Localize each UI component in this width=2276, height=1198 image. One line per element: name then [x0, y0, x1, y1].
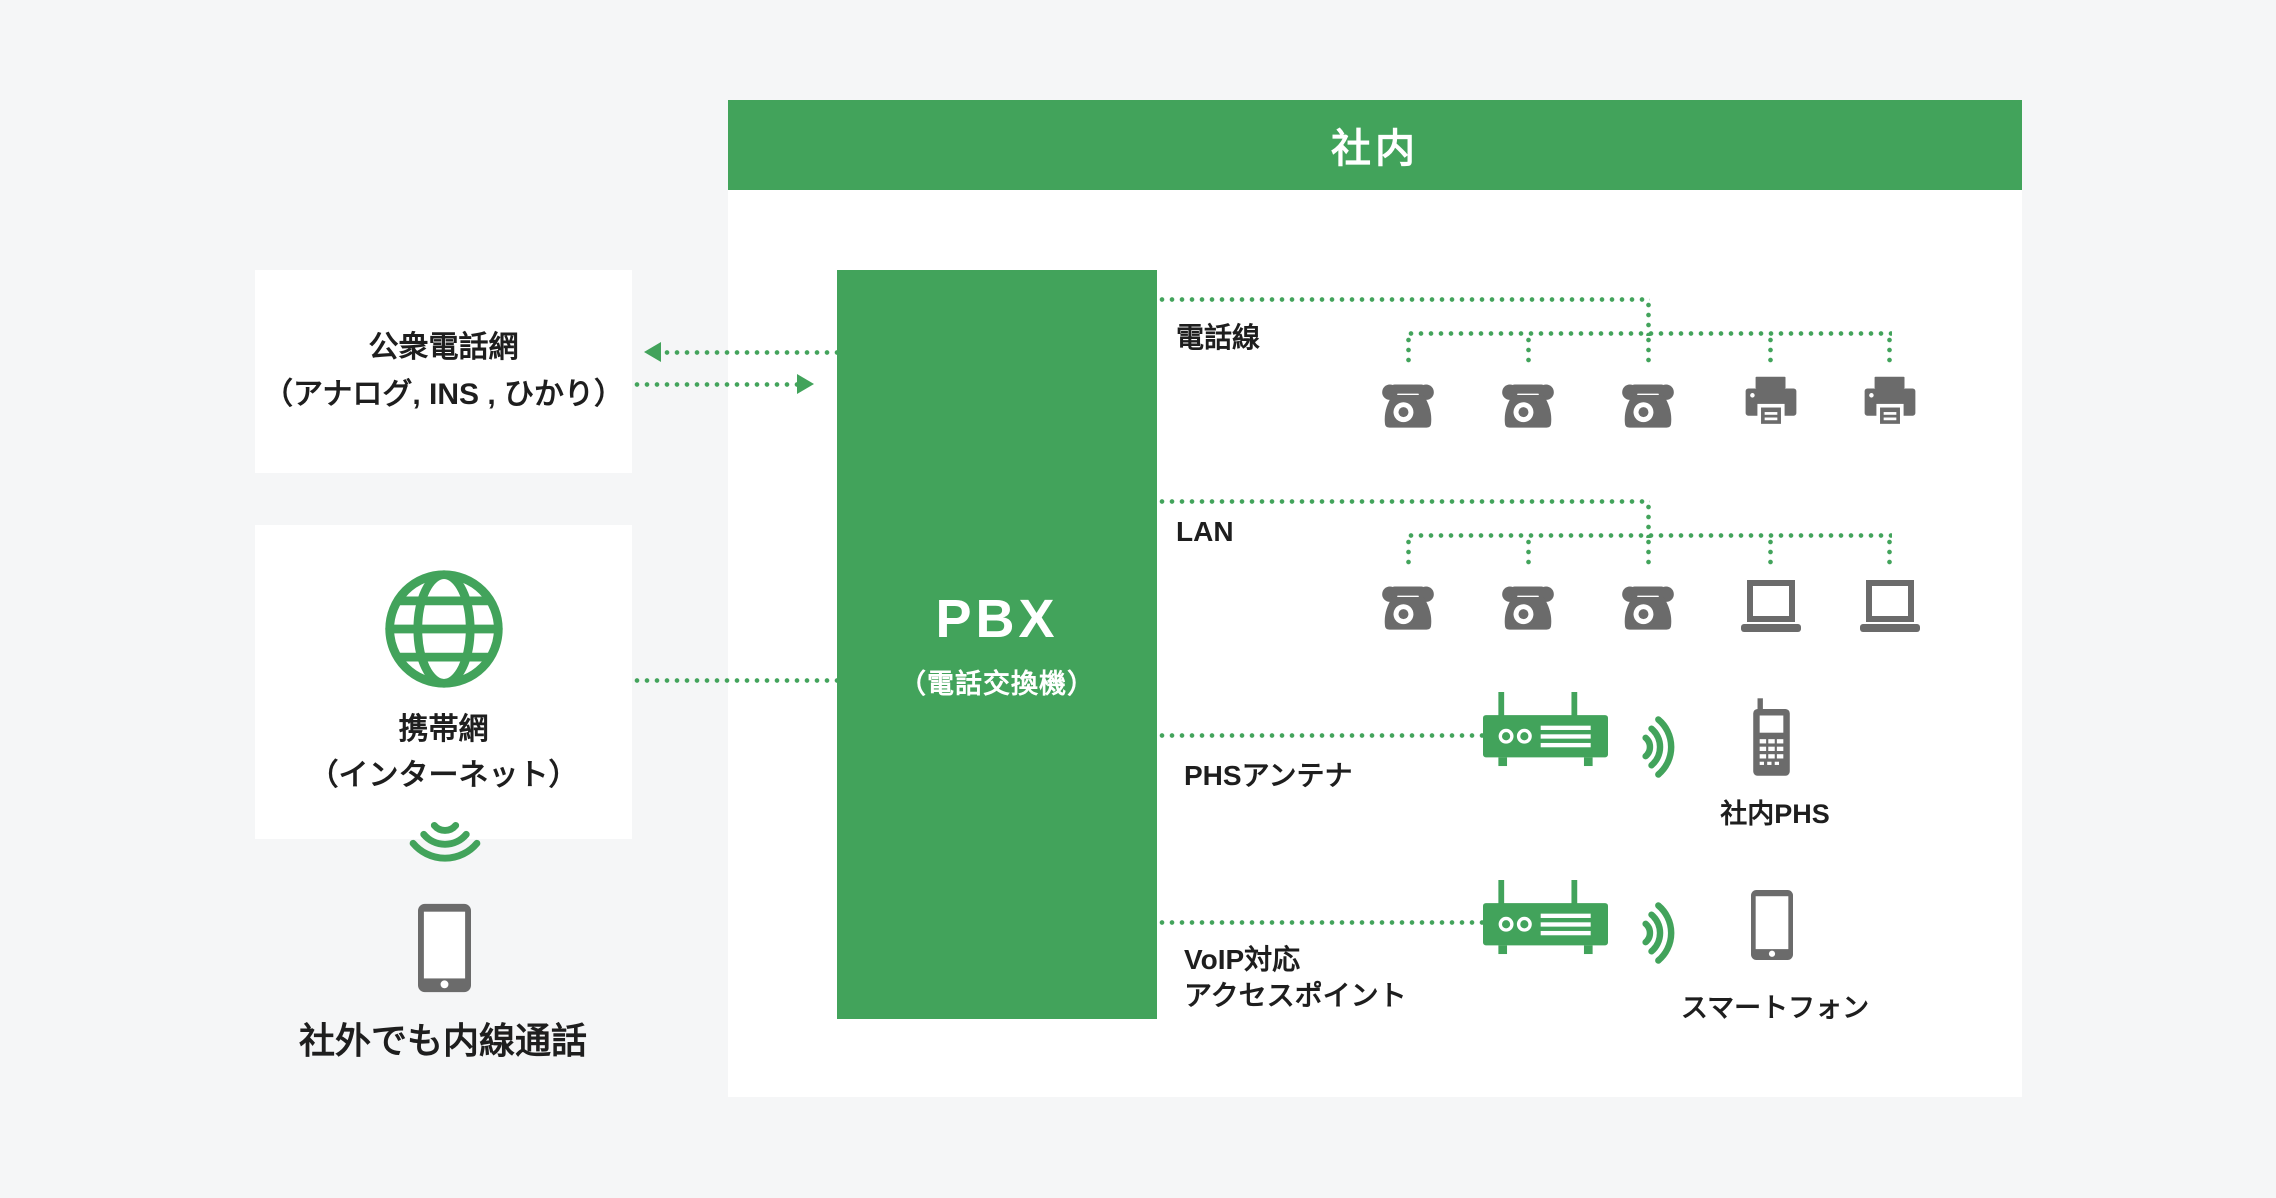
lan-drop	[1646, 502, 1651, 538]
access-point-icon	[1483, 880, 1608, 955]
rotary-phone-icon	[1619, 378, 1677, 430]
dotted-connector	[1406, 537, 1411, 568]
lan-bus	[1406, 533, 1892, 538]
voip-ap-label-line2: アクセスポイント	[1184, 980, 1407, 1012]
voip-link-line	[1157, 920, 1483, 925]
pstn-box: 公衆電話網 （アナログ, INS , ひかり）	[255, 270, 632, 473]
outside-caption: 社外でも内線通話	[298, 1020, 587, 1061]
dotted-connector	[1526, 537, 1531, 568]
pstn-box-line1: 公衆電話網	[368, 331, 519, 364]
pstn-box-line2: （アナログ, INS , ひかり）	[262, 377, 625, 411]
office-header-title: 社内	[1331, 127, 1419, 171]
mobile-network-box: 携帯網 （インターネット）	[255, 525, 632, 839]
pbx-subtitle: （電話交換機）	[899, 669, 1095, 699]
pstn-link-line-in	[662, 350, 837, 355]
dotted-arrow-right-icon	[797, 374, 814, 394]
voip-ap-label-line1: VoIP対応	[1184, 944, 1301, 975]
fax-icon	[1861, 376, 1919, 430]
globe-icon	[380, 565, 508, 693]
phs-link-line	[1157, 733, 1483, 738]
laptop-icon	[1858, 578, 1922, 634]
wifi-right-icon	[1638, 896, 1684, 970]
voip-ap-label: VoIP対応 アクセスポイント	[1184, 942, 1407, 1015]
fax-icon	[1742, 376, 1800, 430]
wifi-right-icon	[1638, 710, 1684, 784]
dotted-connector	[1887, 537, 1892, 568]
outside-smartphone-icon	[418, 903, 471, 993]
mobile-link-line	[632, 678, 837, 683]
lan-trunk	[1157, 499, 1650, 504]
phs-icon	[1750, 698, 1793, 776]
rotary-phone-icon	[1499, 378, 1557, 430]
dotted-connector	[1768, 537, 1773, 568]
rotary-phone-icon	[1499, 580, 1557, 632]
inside-smartphone-icon	[1751, 890, 1793, 960]
rotary-phone-icon	[1379, 580, 1437, 632]
dotted-connector	[1406, 335, 1411, 366]
smartphone-device-label: スマートフォン	[1680, 993, 1870, 1023]
office-header: 社内	[728, 100, 2022, 190]
dotted-connector	[1887, 335, 1892, 366]
phone-line-bus	[1406, 331, 1892, 336]
rotary-phone-icon	[1379, 378, 1437, 430]
lan-label: LAN	[1176, 516, 1234, 547]
dotted-connector	[1526, 335, 1531, 366]
dotted-connector	[1646, 537, 1651, 568]
phs-device-label: 社内PHS	[1720, 799, 1830, 829]
phone-line-label: 電話線	[1176, 322, 1261, 353]
rotary-phone-icon	[1619, 580, 1677, 632]
phs-antenna-label: PHSアンテナ	[1184, 760, 1353, 791]
mobile-network-subtitle: （インターネット）	[308, 759, 579, 792]
pstn-link-line-out	[632, 382, 798, 387]
dotted-connector	[1646, 335, 1651, 366]
access-point-icon	[1483, 692, 1608, 767]
pbx-box: PBX （電話交換機）	[837, 270, 1157, 1019]
pbx-title: PBX	[935, 589, 1059, 649]
mobile-network-title: 携帯網	[398, 712, 489, 746]
phone-line-trunk	[1157, 297, 1650, 302]
laptop-icon	[1739, 578, 1803, 634]
wifi-down-icon	[400, 820, 490, 872]
dotted-connector	[1768, 335, 1773, 366]
phone-line-drop	[1646, 300, 1651, 336]
dotted-arrow-left-icon	[644, 342, 661, 362]
